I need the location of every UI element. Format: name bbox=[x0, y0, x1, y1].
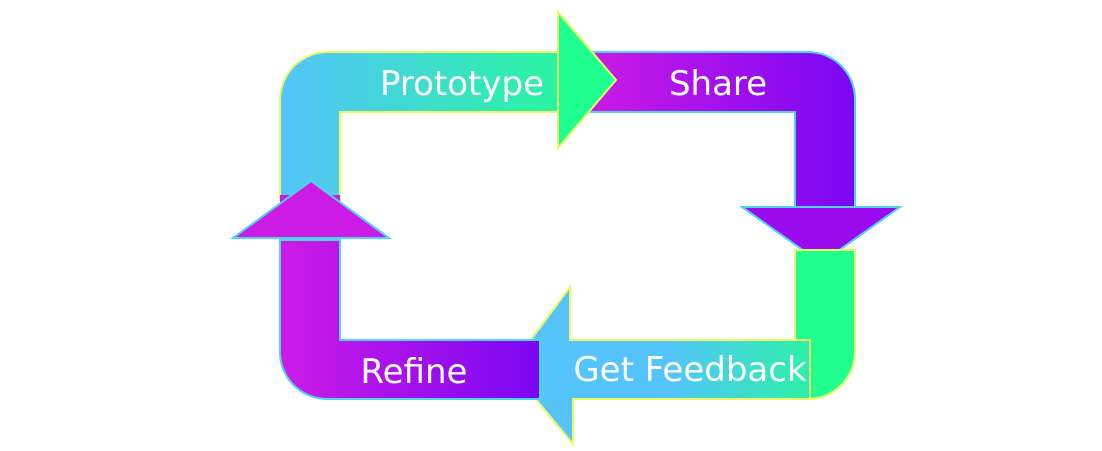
stage-label-prototype: Prototype bbox=[380, 64, 544, 104]
up-arrow-icon bbox=[229, 179, 393, 239]
stage-label-share: Share bbox=[669, 64, 767, 104]
get-feedback-arrow bbox=[508, 283, 811, 447]
right-arrow-icon bbox=[557, 9, 618, 151]
stage-label-get-feedback: Get Feedback bbox=[573, 350, 807, 390]
stage-label-refine: Refine bbox=[361, 352, 468, 392]
down-arrow-icon bbox=[738, 206, 904, 265]
refine-band bbox=[279, 239, 541, 400]
prototype-band bbox=[279, 51, 561, 201]
